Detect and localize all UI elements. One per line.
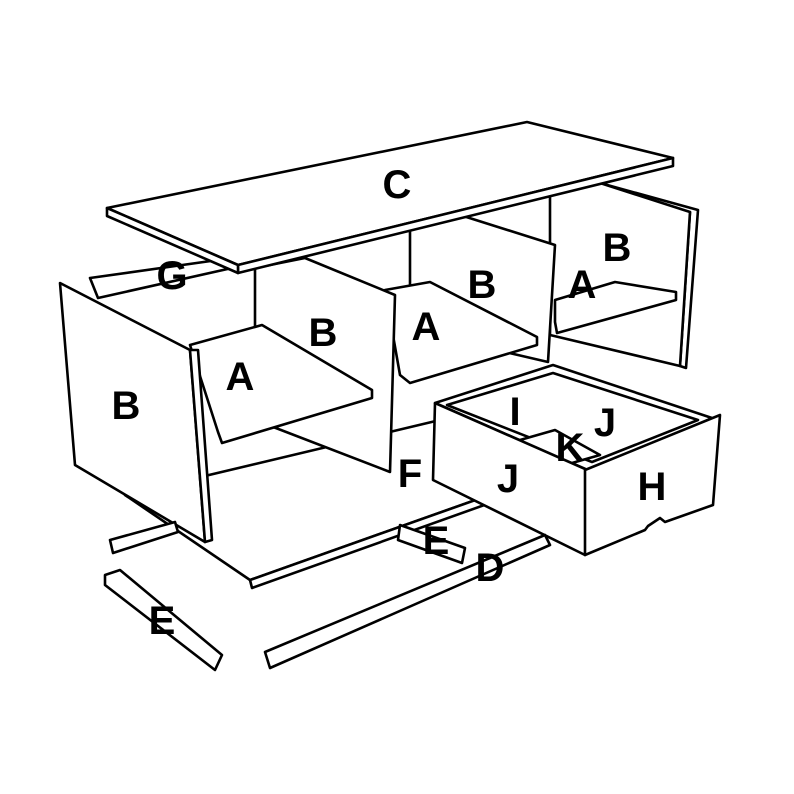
foot-left-back	[108, 520, 180, 555]
part-label-j-side: J	[497, 457, 519, 501]
left-side-panel-edge	[188, 348, 214, 544]
part-label-k: K	[556, 426, 585, 470]
part-label-c: C	[383, 163, 412, 207]
part-label-b-left: B	[112, 384, 141, 428]
shelf-left	[188, 323, 374, 445]
part-label-e-mid: E	[423, 519, 450, 563]
drawer-front-h	[583, 413, 722, 557]
part-label-f: F	[398, 452, 422, 496]
part-label-b-mid-right: B	[468, 263, 497, 307]
part-label-a-right: A	[568, 263, 597, 307]
foot-e-left	[103, 568, 224, 672]
part-label-g: G	[156, 254, 187, 298]
rail-d	[263, 533, 552, 670]
part-label-j-back: J	[594, 401, 616, 445]
part-label-i: I	[509, 390, 520, 434]
part-label-b-mid-left: B	[309, 311, 338, 355]
part-label-a-mid: A	[412, 305, 441, 349]
foot-e-mid	[396, 523, 467, 565]
top-panel-edge-side	[105, 206, 240, 275]
part-label-a-left: A	[226, 355, 255, 399]
part-label-e-left: E	[149, 599, 176, 643]
part-label-b-right: B	[603, 226, 632, 270]
part-label-h: H	[638, 465, 667, 509]
shelf-right	[553, 280, 678, 335]
part-label-d: D	[476, 546, 505, 590]
shelf-mid	[383, 280, 539, 385]
